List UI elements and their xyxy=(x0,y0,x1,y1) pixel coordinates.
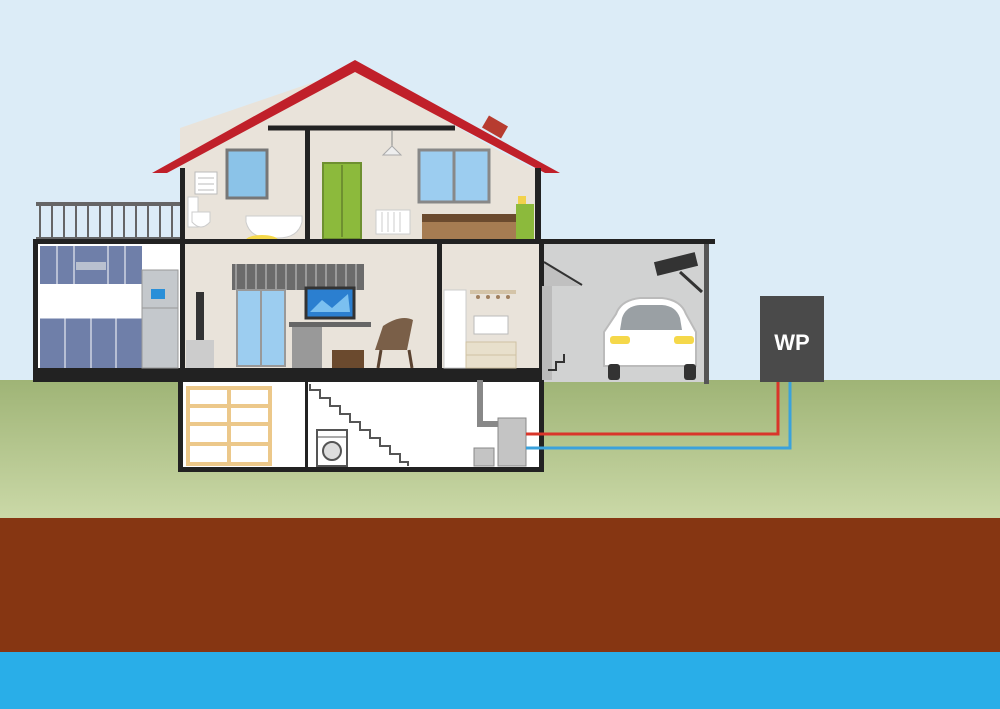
storage-shelf xyxy=(186,386,272,466)
washing-machine-icon xyxy=(316,429,348,467)
kitchen xyxy=(38,244,180,369)
garage xyxy=(542,244,709,384)
supply-pipe-hot xyxy=(526,382,780,436)
hallway xyxy=(443,289,517,369)
basement xyxy=(178,380,544,472)
security-camera-icon xyxy=(653,252,704,294)
heat-pump-label: WP xyxy=(774,330,809,355)
heat-pump-unit: WP xyxy=(760,296,824,382)
upper-floor xyxy=(180,125,541,245)
return-pipe-cold xyxy=(526,382,792,450)
heating-system xyxy=(473,380,527,467)
soil-layer xyxy=(0,518,1000,654)
living-room xyxy=(186,264,414,369)
groundwater-layer xyxy=(0,652,1000,709)
heat-pump-pipes xyxy=(526,382,792,450)
car-icon xyxy=(603,297,697,380)
basement-stairs xyxy=(309,384,409,466)
bathroom xyxy=(187,148,303,245)
ground-floor xyxy=(33,239,715,384)
bedroom xyxy=(322,130,534,240)
